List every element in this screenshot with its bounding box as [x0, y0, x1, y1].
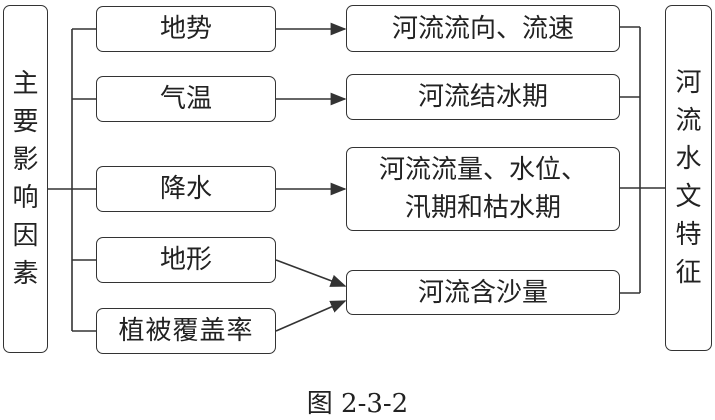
effect-sediment: 河流含沙量 — [346, 270, 620, 315]
factor-vegetation: 植被覆盖率 — [96, 308, 276, 354]
char: 主 — [12, 69, 39, 99]
factor-temperature: 气温 — [96, 76, 276, 122]
line: 河流流量、水位、 — [378, 155, 587, 185]
factor-landform: 地形 — [96, 237, 276, 283]
hydrology-features-box: 河 流 水 文 特 征 — [665, 5, 712, 351]
arrow-landform — [275, 259, 347, 287]
char: 征 — [675, 258, 702, 288]
char: 影 — [12, 145, 39, 175]
char: 流 — [675, 106, 702, 136]
factor-precipitation: 降水 — [96, 166, 276, 212]
figure-caption: 图 2-3-2 — [306, 389, 409, 419]
effect-freeze: 河流结冰期 — [346, 74, 620, 120]
arrow-vegetation — [275, 300, 347, 332]
char: 素 — [12, 259, 39, 289]
factor-terrain: 地势 — [96, 6, 276, 52]
char: 因 — [12, 221, 39, 251]
effect-flow-direction: 河流流向、流速 — [346, 5, 620, 52]
char: 文 — [675, 182, 702, 212]
char: 水 — [675, 144, 702, 174]
effect-discharge: 河流流量、水位、 汛期和枯水期 — [346, 147, 620, 231]
char: 要 — [12, 107, 39, 137]
char: 特 — [675, 220, 702, 250]
line: 汛期和枯水期 — [404, 193, 561, 223]
main-factors-box: 主 要 影 响 因 素 — [3, 5, 48, 353]
char: 河 — [675, 68, 702, 98]
char: 响 — [12, 183, 39, 213]
